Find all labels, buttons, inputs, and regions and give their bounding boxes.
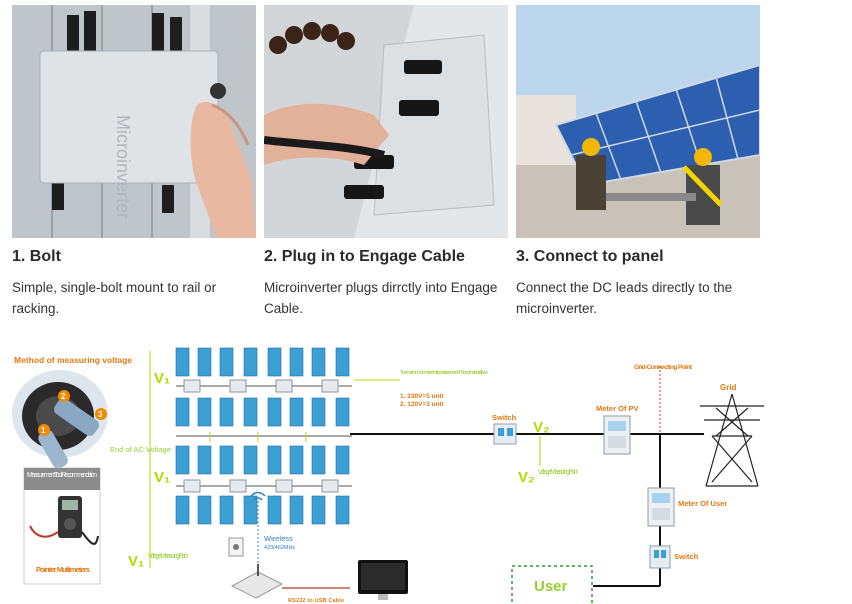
solar-panel	[219, 445, 234, 475]
measure-point-label: 3	[98, 410, 103, 419]
end-of-ac-label: End of AC Voltage	[110, 445, 171, 454]
step-title: 3. Connect to panel	[516, 248, 664, 265]
wireless-icon	[250, 491, 266, 501]
solar-panel	[289, 397, 304, 427]
measure-point-1	[38, 424, 50, 436]
wireless-frequency: 433/462MHz	[264, 545, 295, 551]
solar-panel	[243, 445, 258, 475]
tool-name: Pointer Multimeters	[36, 565, 90, 574]
solar-panel	[175, 445, 190, 475]
plug-cable-photo	[264, 5, 508, 238]
voltage-point-label-2: Voltage Measuring Point	[538, 469, 578, 476]
solar-panel	[289, 445, 304, 475]
solar-panel	[197, 445, 212, 475]
solar-panel	[267, 397, 282, 427]
voltage-point-label-1: Voltage Measuring Point	[148, 553, 188, 560]
switch-2-icon	[649, 545, 671, 569]
transmission-tower-icon	[700, 393, 764, 487]
solar-panel	[267, 495, 282, 525]
wireless-label: Wireless	[264, 534, 293, 543]
switch-1-label: Switch	[492, 413, 517, 422]
solar-panel	[289, 495, 304, 525]
meter-pv-icon	[603, 415, 631, 455]
solar-panel	[219, 495, 234, 525]
microinverter-unit	[183, 479, 201, 493]
microinverter-unit	[275, 479, 293, 493]
solar-panel	[243, 495, 258, 525]
step-description: Microinverter plugs dirrctly into Engage…	[264, 280, 498, 316]
connector-illustration	[12, 370, 108, 469]
microinverter-unit	[229, 379, 247, 393]
solar-panel	[267, 347, 282, 377]
step-title: 1. Bolt	[12, 248, 61, 265]
solar-panel	[175, 347, 190, 377]
meter-pv-label: Meter Of PV	[596, 404, 639, 413]
solar-panel	[289, 347, 304, 377]
solar-panel	[175, 397, 190, 427]
microinverter-unit	[321, 379, 339, 393]
meter-user-label: Meter Of User	[678, 499, 727, 508]
max-units-note: The maximum number of micro inverters on…	[400, 370, 488, 376]
solar-panel	[175, 495, 190, 525]
microinverter-unit	[275, 379, 293, 393]
pv-panel-array	[175, 347, 352, 525]
solar-panel	[311, 445, 326, 475]
solar-panel	[311, 495, 326, 525]
user-label: User	[534, 578, 568, 595]
solar-panel	[335, 495, 350, 525]
switch-2-label: Switch	[674, 552, 699, 561]
meter-user-icon	[647, 487, 675, 527]
microinverter-unit	[321, 479, 339, 493]
tool-title: Measurement Tool Recommendation	[27, 472, 97, 479]
grid-connecting-label: Grid-Connecting Point	[634, 364, 693, 371]
solar-panel	[267, 445, 282, 475]
solar-panel	[311, 397, 326, 427]
measure-point-2	[58, 390, 70, 402]
solar-panel	[197, 347, 212, 377]
solar-panel	[335, 397, 350, 427]
measure-point-3	[95, 408, 107, 420]
solar-panel	[219, 347, 234, 377]
max-120v: 2. 120V=3 unit	[400, 401, 444, 408]
computer-monitor-icon	[358, 560, 408, 600]
step-title: 2. Plug in to Engage Cable	[264, 248, 465, 265]
v1-label-top: V₁	[154, 370, 170, 387]
solar-panel	[219, 397, 234, 427]
measure-point-label: 1	[41, 426, 46, 435]
solar-panel	[335, 347, 350, 377]
solar-panel	[197, 495, 212, 525]
step-description: Connect the DC leads directly to the mic…	[516, 280, 733, 316]
multimeter-icon	[29, 496, 99, 545]
gateway-device-icon	[230, 564, 284, 599]
svg-text:Microinverter: Microinverter	[113, 115, 133, 219]
method-title: Method of measuring voltage	[14, 355, 132, 365]
v1-label-middle: V₁	[154, 469, 170, 486]
switch-1-icon	[493, 423, 517, 445]
installers-panel-photo	[516, 5, 760, 238]
solar-panel	[335, 445, 350, 475]
v2-label: V₂	[518, 469, 535, 486]
v2-line-label: V₂	[533, 419, 550, 436]
solar-panel	[197, 397, 212, 427]
microinverter-unit	[229, 479, 247, 493]
microinverter-bolt-photo: Microinverter	[12, 5, 256, 238]
solar-panel	[311, 347, 326, 377]
step-description: Simple, single-bolt mount to rail or rac…	[12, 280, 217, 316]
max-230v: 1. 230V=5 unit	[400, 393, 444, 400]
microinverter-unit	[183, 379, 201, 393]
solar-panel	[243, 397, 258, 427]
solar-panel	[243, 347, 258, 377]
grid-label: Grid	[720, 383, 737, 392]
wiring-diagram: Method of measuring voltage 1 2 3 Measur…	[12, 347, 764, 604]
v1-label-bottom: V₁	[128, 553, 144, 570]
rs232-label: RS232 to USB Cable	[288, 598, 344, 604]
power-outlet-icon	[228, 537, 244, 557]
measure-point-label: 2	[61, 392, 66, 401]
